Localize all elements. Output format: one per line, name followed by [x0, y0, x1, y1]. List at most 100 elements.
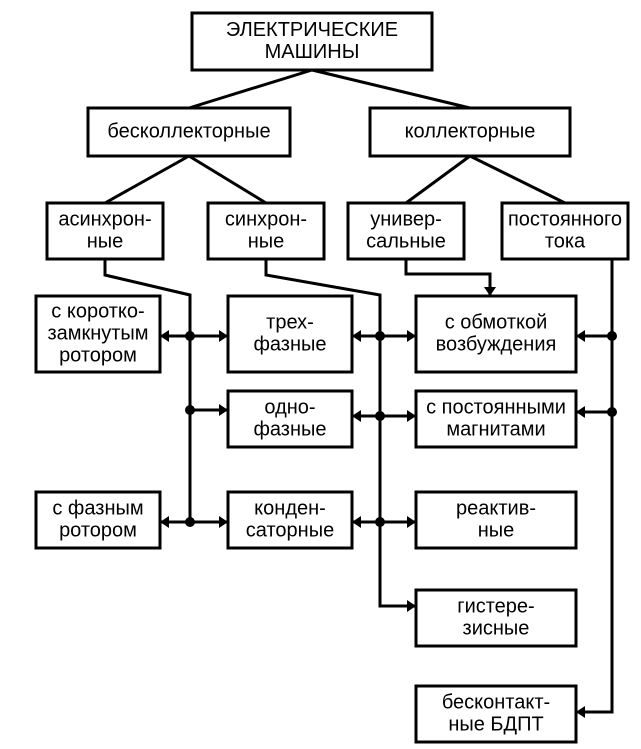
- node-universal: универ-сальные: [346, 201, 466, 261]
- edge-root-commutator: [311, 68, 471, 110]
- junction-dc-2: [607, 407, 617, 417]
- node-dc-frame: [500, 201, 630, 261]
- node-universal-label-2: сальные: [366, 230, 446, 252]
- arrow-capacitor: [219, 516, 228, 528]
- node-field-label-2: возбуждения: [436, 333, 557, 355]
- node-bldc: бесконтакт-ные БДПТ: [414, 684, 578, 744]
- node-root-label-2: МАШИНЫ: [265, 41, 360, 63]
- node-sync-label-2: ные: [248, 230, 285, 252]
- node-wound-label-2: ротором: [59, 519, 137, 541]
- node-async-label-1: асинхрон-: [58, 208, 151, 230]
- node-pm-label-2: магнитами: [446, 418, 545, 440]
- node-singlephase-label-1: одно-: [264, 396, 315, 418]
- node-async: асинхрон-ные: [45, 201, 165, 261]
- arrow-squirrel: [160, 330, 169, 342]
- node-commutator-label-1: коллекторные: [405, 120, 536, 142]
- arrow-threephase-from-sync: [352, 330, 361, 342]
- node-universal-label-1: универ-: [370, 208, 442, 230]
- node-dc-label-2: тока: [545, 230, 586, 252]
- node-bldc-frame: [414, 684, 578, 744]
- node-bldc-label-2: ные БДПТ: [448, 713, 543, 735]
- node-reactive-frame: [414, 490, 578, 550]
- node-threephase-label-2: фазные: [253, 333, 326, 355]
- node-capacitor-label-2: саторные: [246, 519, 334, 541]
- connector-lines: [103, 68, 617, 718]
- node-root-frame: [190, 11, 434, 72]
- node-capacitor-label-1: конден-: [254, 497, 326, 519]
- junction-async-3: [185, 517, 195, 527]
- node-reactive-label-2: ные: [478, 519, 515, 541]
- node-singlephase-label-2: фазные: [253, 418, 326, 440]
- node-threephase-label-1: трех-: [266, 311, 314, 333]
- node-bldc-label-1: бесконтакт-: [442, 691, 550, 713]
- node-async-label-2: ные: [87, 230, 124, 252]
- node-commutator: коллекторные: [368, 106, 572, 158]
- bus-sync: [264, 259, 416, 608]
- bus-dc: [576, 259, 614, 714]
- node-singlephase-frame: [226, 389, 354, 449]
- edge-commutator-universal: [405, 154, 471, 205]
- node-squirrel-frame: [34, 294, 162, 374]
- arrow-bldc: [576, 706, 585, 718]
- arrow-threephase-from-async: [219, 330, 228, 342]
- arrow-field-from-sync: [407, 330, 416, 342]
- node-hysteresis: гистере-зисные: [414, 588, 578, 648]
- node-hysteresis-label-2: зисные: [463, 617, 530, 639]
- arrow-singlephase-from-sync: [352, 410, 361, 422]
- edge-commutator-dc: [469, 154, 566, 205]
- junction-async-1: [185, 331, 195, 341]
- node-dc-label-1: постоянного: [508, 208, 622, 230]
- node-hysteresis-label-1: гистере-: [457, 595, 534, 617]
- node-sync-label-1: синхрон-: [225, 208, 307, 230]
- node-capacitor-frame: [226, 490, 354, 550]
- node-sync-frame: [206, 201, 326, 261]
- node-reactive-label-1: реактив-: [456, 497, 536, 519]
- node-threephase: трех-фазные: [226, 294, 354, 374]
- arrow-pm-from-sync: [407, 410, 416, 422]
- node-reactive: реактив-ные: [414, 490, 578, 550]
- node-squirrel-label-3: ротором: [59, 344, 137, 366]
- junction-async-2: [185, 405, 195, 415]
- node-pm-label-1: с постоянными: [426, 396, 566, 418]
- edge-brushless-sync: [188, 154, 267, 205]
- node-threephase-frame: [226, 294, 354, 374]
- node-brushless: бесколлекторные: [86, 106, 292, 158]
- node-universal-frame: [346, 201, 466, 261]
- arrow-field-from-dc: [576, 330, 585, 342]
- node-brushless-label-1: бесколлекторные: [107, 120, 270, 142]
- arrow-pm-from-dc: [576, 406, 585, 418]
- junction-sync-3: [375, 517, 385, 527]
- edge-brushless-async: [104, 154, 190, 205]
- arrow-wound: [160, 516, 169, 528]
- node-wound-label-1: с фазным: [52, 497, 143, 519]
- junction-dc-1: [607, 331, 617, 341]
- node-singlephase: одно-фазные: [226, 389, 354, 449]
- junction-sync-2: [375, 411, 385, 421]
- node-field-label-1: с обмоткой: [445, 311, 548, 333]
- arrow-capacitor-from-sync: [352, 516, 361, 528]
- node-root-label-1: ЭЛЕКТРИЧЕСКИЕ: [226, 19, 398, 41]
- node-capacitor: конден-саторные: [226, 490, 354, 550]
- edge-universal-field: [404, 259, 492, 296]
- edge-root-brushless: [188, 68, 313, 110]
- arrow-singlephase: [219, 404, 228, 416]
- node-sync: синхрон-ные: [206, 201, 326, 261]
- node-async-frame: [45, 201, 165, 261]
- arrow-reactive: [407, 516, 416, 528]
- node-squirrel-label-2: замкнутым: [47, 322, 148, 344]
- node-commutator-frame: [368, 106, 572, 158]
- arrow-field-from-universal: [484, 287, 496, 296]
- node-wound-frame: [34, 490, 162, 550]
- arrow-hysteresis: [407, 600, 416, 612]
- node-squirrel-label-1: с коротко-: [51, 300, 144, 322]
- junction-sync-1: [375, 331, 385, 341]
- node-field-frame: [414, 294, 578, 374]
